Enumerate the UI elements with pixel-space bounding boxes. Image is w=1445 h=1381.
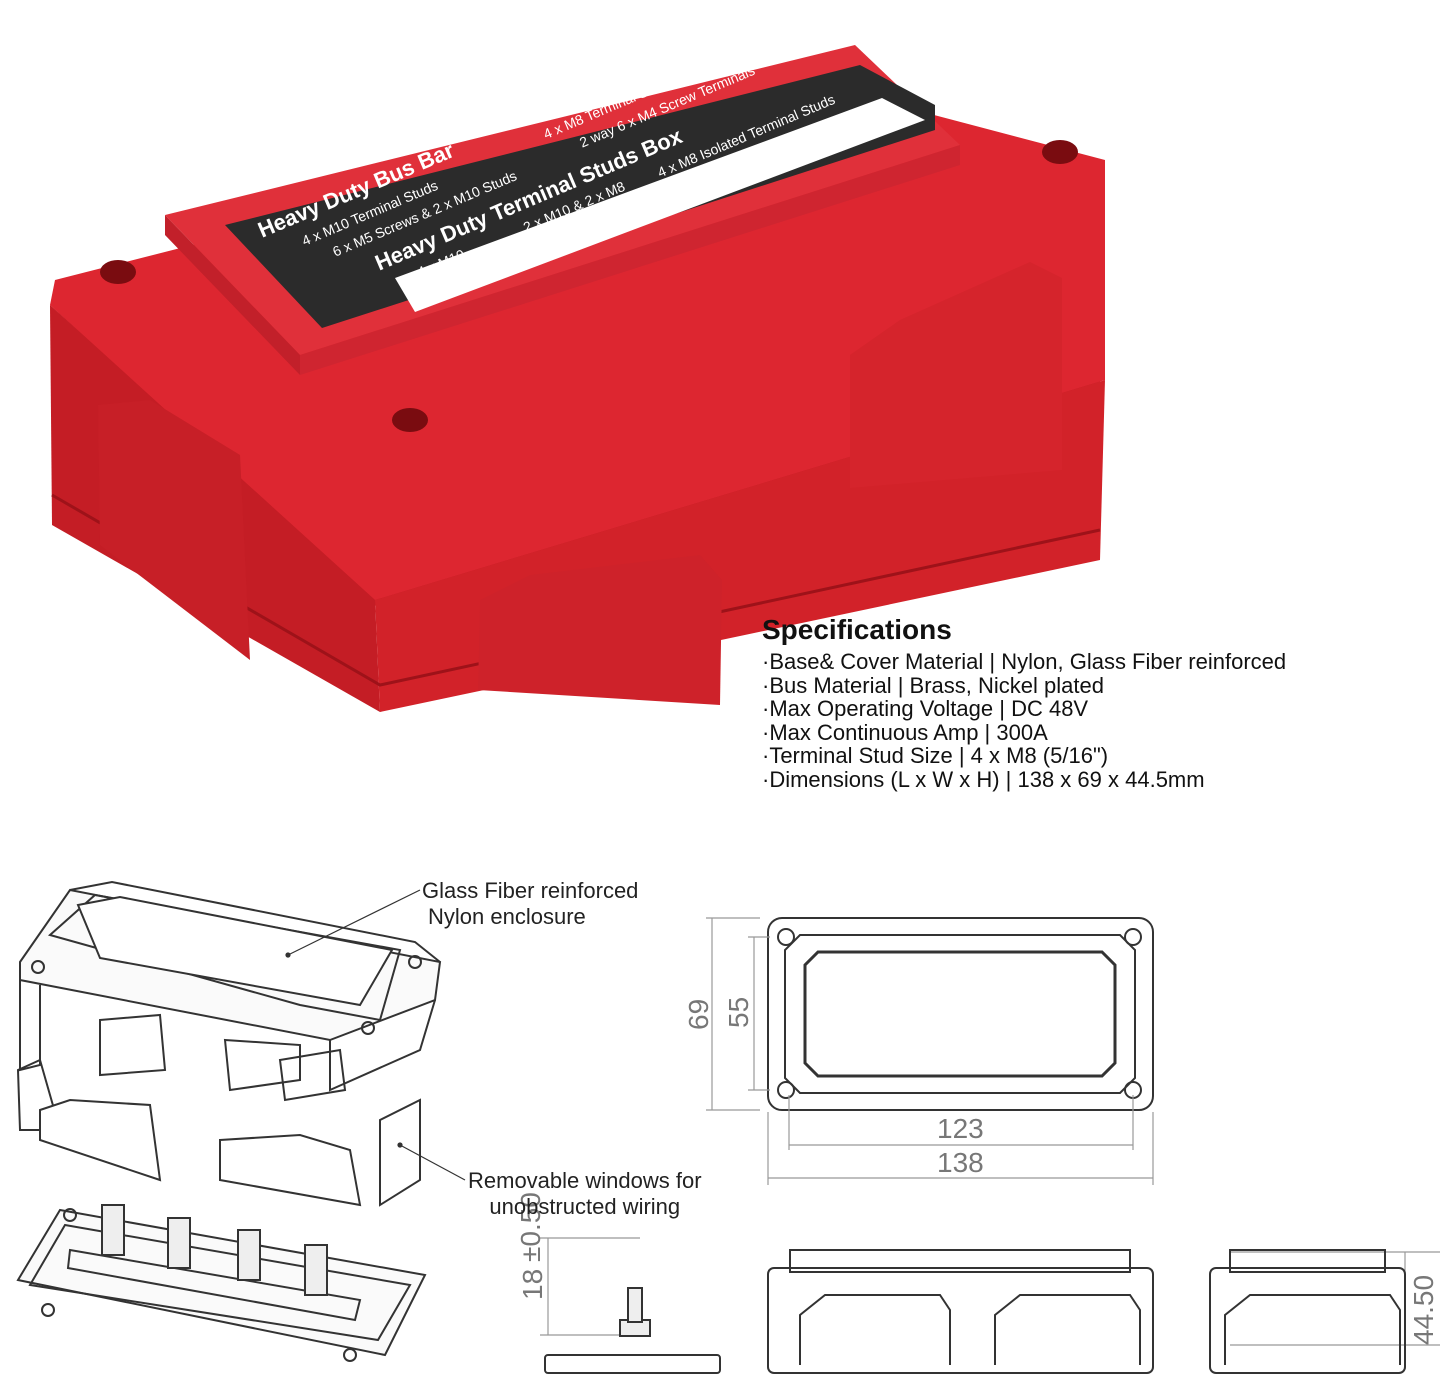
spec-line-amp: ·Max Continuous Amp | 300A	[762, 719, 1048, 745]
label-plate	[225, 65, 935, 328]
stud-side-view	[544, 1287, 721, 1374]
dim-18: 18	[517, 1269, 548, 1300]
front-side-view	[767, 1249, 1154, 1374]
dimension-lines	[540, 917, 1440, 1346]
screw-hole-icon	[100, 260, 136, 284]
spec-line-dimensions: ·Dimensions (L x W x H) | 138 x 69 x 44.…	[762, 766, 1205, 792]
screw-hole-icon	[392, 408, 428, 432]
dim-123: 123	[937, 1113, 984, 1144]
screw-hole-icon	[1042, 140, 1078, 164]
dim-138: 138	[937, 1147, 984, 1178]
screw-icon	[1124, 928, 1142, 946]
dim-tolerance: ±0.50	[515, 1192, 546, 1262]
window-recess-2	[478, 555, 722, 705]
spec-line-stud-size: ·Terminal Stud Size | 4 x M8 (5/16")	[762, 743, 1109, 768]
callout-windows-line1: Removable windows for	[468, 1168, 702, 1193]
callout-windows: Removable windows for unobstructed wirin…	[468, 1168, 702, 1220]
spec-line-bus-material: ·Bus Material | Brass, Nickel plated	[762, 672, 1104, 698]
spec-line-material: ·Base& Cover Material | Nylon, Glass Fib…	[762, 649, 1287, 674]
screw-icon	[777, 1081, 795, 1099]
callout-enclosure-line1: Glass Fiber reinforced	[422, 878, 639, 903]
dim-44-50: 44.50	[1408, 1275, 1439, 1345]
callout-enclosure: Glass Fiber reinforced Nylon enclosure	[422, 878, 638, 930]
spec-line-voltage: ·Max Operating Voltage | DC 48V	[762, 696, 1089, 721]
callout-leaders	[285, 889, 466, 1181]
window-recess-3	[850, 262, 1062, 488]
dim-55: 55	[723, 997, 754, 1028]
box-top-rim	[50, 85, 1105, 600]
dim-69: 69	[683, 999, 714, 1030]
top-view-drawing	[767, 917, 1154, 1111]
window-recess-1	[98, 400, 250, 660]
end-side-view	[1209, 1249, 1406, 1374]
red-bus-bar-box: Heavy Duty Bus Bar 4 x M10 Terminal Stud…	[50, 45, 1105, 712]
screw-icon	[777, 928, 795, 946]
exploded-view-drawing	[16, 880, 442, 1362]
specifications-title: Specifications	[762, 614, 952, 645]
callout-windows-line2: unobstructed wiring	[489, 1194, 681, 1219]
label-white-field	[395, 98, 925, 312]
specifications-panel: Specifications ·Base& Cover Material | N…	[762, 614, 1286, 791]
callout-enclosure-line2: Nylon enclosure	[428, 904, 586, 929]
